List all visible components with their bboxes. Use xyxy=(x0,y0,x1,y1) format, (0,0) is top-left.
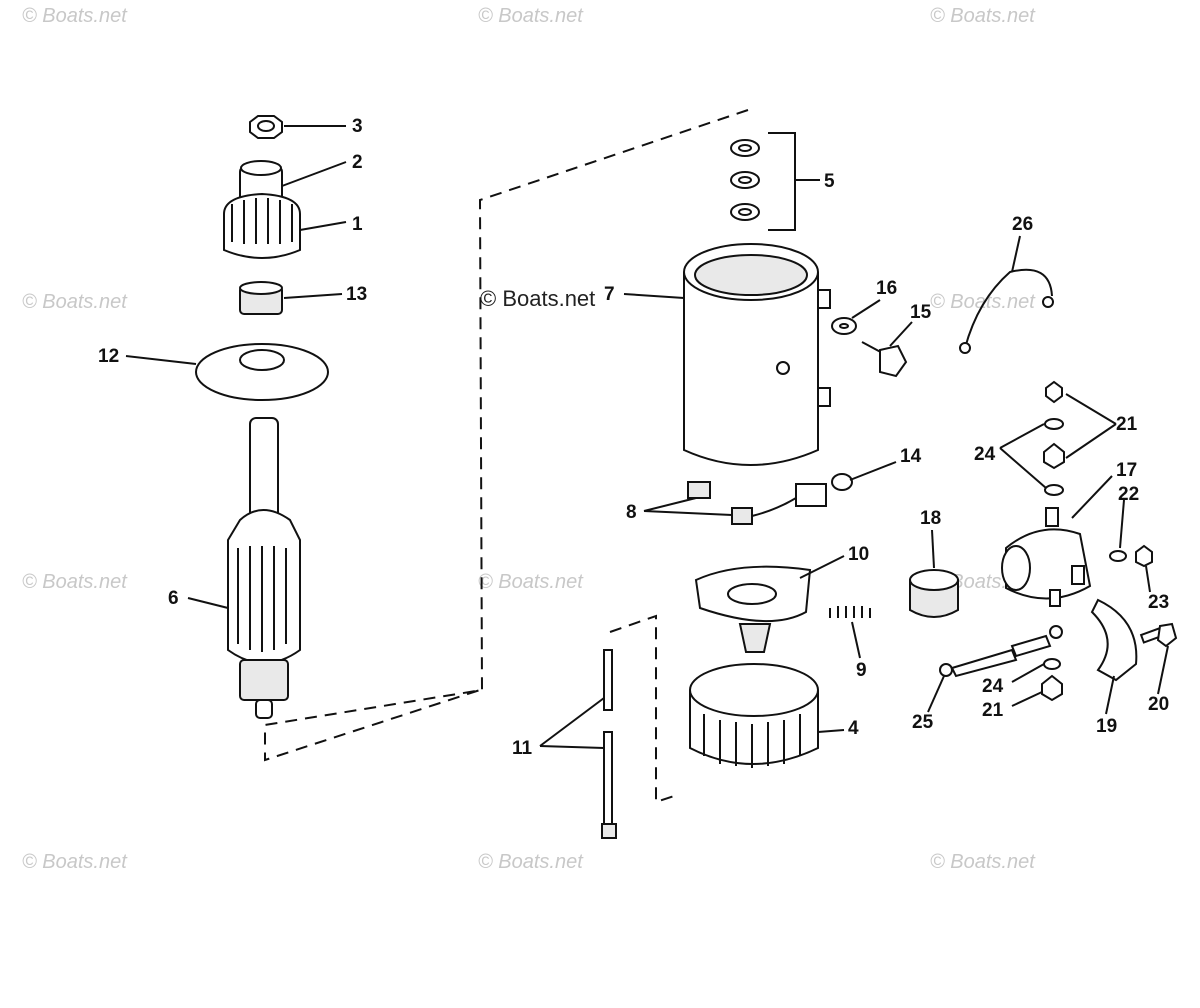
callout-14: 14 xyxy=(900,446,922,467)
part-band xyxy=(909,569,959,618)
callout-12: 12 xyxy=(98,346,119,367)
watermark: © Boats.net xyxy=(22,291,128,313)
part-bushing xyxy=(239,281,283,315)
callout-4: 4 xyxy=(848,718,859,739)
watermark: © Boats.net xyxy=(478,571,584,593)
callout-11: 11 xyxy=(512,738,533,759)
callout-15: 15 xyxy=(910,302,932,323)
callout-7: 7 xyxy=(604,284,615,305)
callout-24: 24 xyxy=(982,676,1004,697)
part-commutator-end-head xyxy=(689,663,819,768)
watermark: © Boats.net xyxy=(478,851,584,873)
callout-9: 9 xyxy=(856,660,867,681)
part-field-frame xyxy=(683,243,831,466)
callout-23: 23 xyxy=(1148,592,1169,613)
part-strap-terminal xyxy=(1042,296,1054,308)
watermark-main: © Boats.net xyxy=(480,286,595,311)
assembly-dashed-line xyxy=(264,109,749,762)
watermark: © Boats.net xyxy=(22,851,128,873)
callout-18: 18 xyxy=(920,508,941,529)
part-lock-washer xyxy=(831,317,857,335)
watermark: © Boats.net xyxy=(478,5,584,27)
part-cable xyxy=(939,625,1063,678)
callout-24: 24 xyxy=(974,444,996,465)
watermark: © Boats.net xyxy=(930,291,1036,313)
part-strap-terminal xyxy=(959,342,971,354)
callout-20: 20 xyxy=(1148,694,1169,715)
watermark: © Boats.net xyxy=(930,5,1036,27)
part-brush-plate xyxy=(694,565,812,653)
callout-17: 17 xyxy=(1116,460,1137,481)
leader-lines xyxy=(125,125,1169,749)
part-through-bolts xyxy=(601,649,617,839)
callout-1: 1 xyxy=(352,214,363,235)
part-brushes xyxy=(687,473,853,525)
part-bolt xyxy=(1139,622,1178,648)
part-solenoid xyxy=(1001,507,1092,607)
part-bolt xyxy=(861,341,908,378)
part-end-plate xyxy=(195,343,329,401)
watermark: © Boats.net xyxy=(930,851,1036,873)
part-springs xyxy=(829,606,871,618)
part-ground-strap xyxy=(964,268,1053,349)
callout-2: 2 xyxy=(352,152,363,173)
callout-21: 21 xyxy=(982,700,1004,721)
callout-22: 22 xyxy=(1118,484,1139,505)
callout-21: 21 xyxy=(1116,414,1138,435)
part-bracket xyxy=(1090,598,1138,682)
part-armature xyxy=(227,417,301,719)
part-nuts-washers xyxy=(1041,380,1153,702)
callout-labels: 3 2 1 13 12 6 5 7 16 15 26 14 8 10 9 4 1… xyxy=(98,116,1169,759)
callout-13: 13 xyxy=(346,284,367,305)
callout-3: 3 xyxy=(352,116,363,137)
callout-19: 19 xyxy=(1096,716,1117,737)
callout-16: 16 xyxy=(876,278,897,299)
callout-25: 25 xyxy=(912,712,934,733)
watermark: © Boats.net xyxy=(22,571,128,593)
watermark: © Boats.net xyxy=(22,5,128,27)
part-washers xyxy=(730,132,796,231)
callout-6: 6 xyxy=(168,588,179,609)
part-nut xyxy=(249,115,283,139)
callout-5: 5 xyxy=(824,171,835,192)
callout-10: 10 xyxy=(848,544,869,565)
callout-26: 26 xyxy=(1012,214,1033,235)
callout-8: 8 xyxy=(626,502,637,523)
part-drive-pinion xyxy=(223,160,301,259)
assembly-dashed-line xyxy=(609,614,681,804)
